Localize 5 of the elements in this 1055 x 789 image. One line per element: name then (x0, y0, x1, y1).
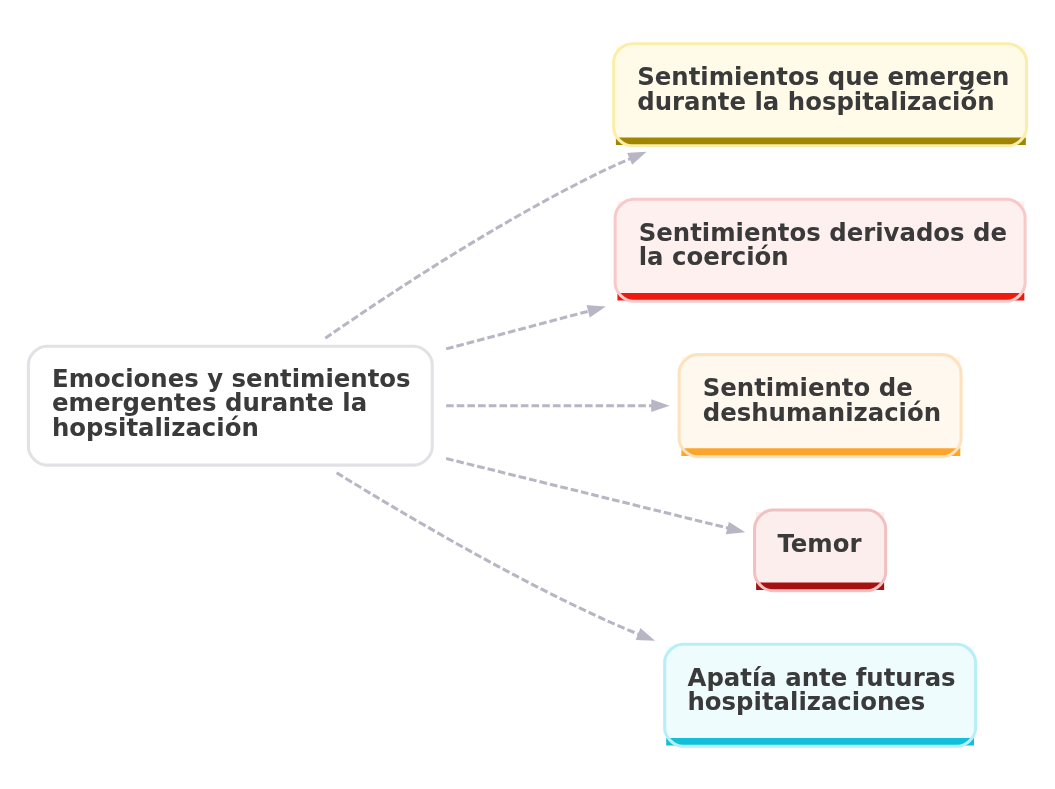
arrow (324, 151, 647, 339)
arrow (445, 456, 746, 534)
arrow (445, 304, 606, 350)
arrow (446, 398, 670, 412)
arrow (335, 471, 656, 641)
